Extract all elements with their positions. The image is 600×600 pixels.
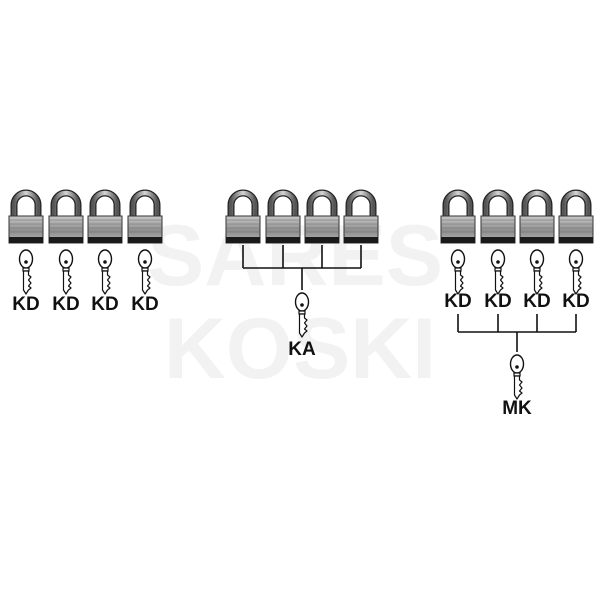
key-icon bbox=[568, 249, 584, 295]
key-label-kd: KD bbox=[12, 294, 39, 315]
padlock-icon bbox=[558, 189, 594, 244]
group-master-keyed: KD KD KD KD MK bbox=[440, 189, 594, 419]
key-icon bbox=[450, 249, 466, 295]
padlock-icon bbox=[8, 189, 44, 244]
keyed-alike-connector bbox=[242, 245, 362, 290]
master-key-label: MK bbox=[502, 398, 532, 419]
key-label-kd: KD bbox=[484, 291, 511, 312]
key-icon bbox=[294, 292, 310, 338]
key-label-kd: KD bbox=[91, 294, 118, 315]
padlock-icon bbox=[265, 189, 301, 244]
key-icon bbox=[529, 249, 545, 295]
key-label-kd: KD bbox=[444, 291, 471, 312]
key-label-kd: KD bbox=[131, 294, 158, 315]
padlock-icon bbox=[87, 189, 123, 244]
padlock-icon bbox=[304, 189, 340, 244]
padlock-icon bbox=[480, 189, 516, 244]
padlock-icon bbox=[519, 189, 555, 244]
padlock-icon bbox=[225, 189, 261, 244]
key-icon bbox=[18, 249, 34, 295]
key-label-kd: KD bbox=[562, 291, 589, 312]
key-icon bbox=[137, 249, 153, 295]
padlock-icon bbox=[48, 189, 84, 244]
key-label-kd: KD bbox=[523, 291, 550, 312]
master-key-connector bbox=[457, 314, 577, 352]
group-keyed-alike: KA bbox=[225, 189, 379, 360]
key-icon bbox=[97, 249, 113, 295]
key-icon bbox=[509, 354, 525, 400]
padlock-icon bbox=[343, 189, 379, 244]
group-keyed-different: KD KD KD KD bbox=[8, 189, 163, 315]
key-label-kd: KD bbox=[52, 294, 79, 315]
key-icon bbox=[490, 249, 506, 295]
key-icon bbox=[58, 249, 74, 295]
padlock-icon bbox=[127, 189, 163, 244]
keyed-alike-label: KA bbox=[288, 339, 316, 360]
padlock-icon bbox=[440, 189, 476, 244]
